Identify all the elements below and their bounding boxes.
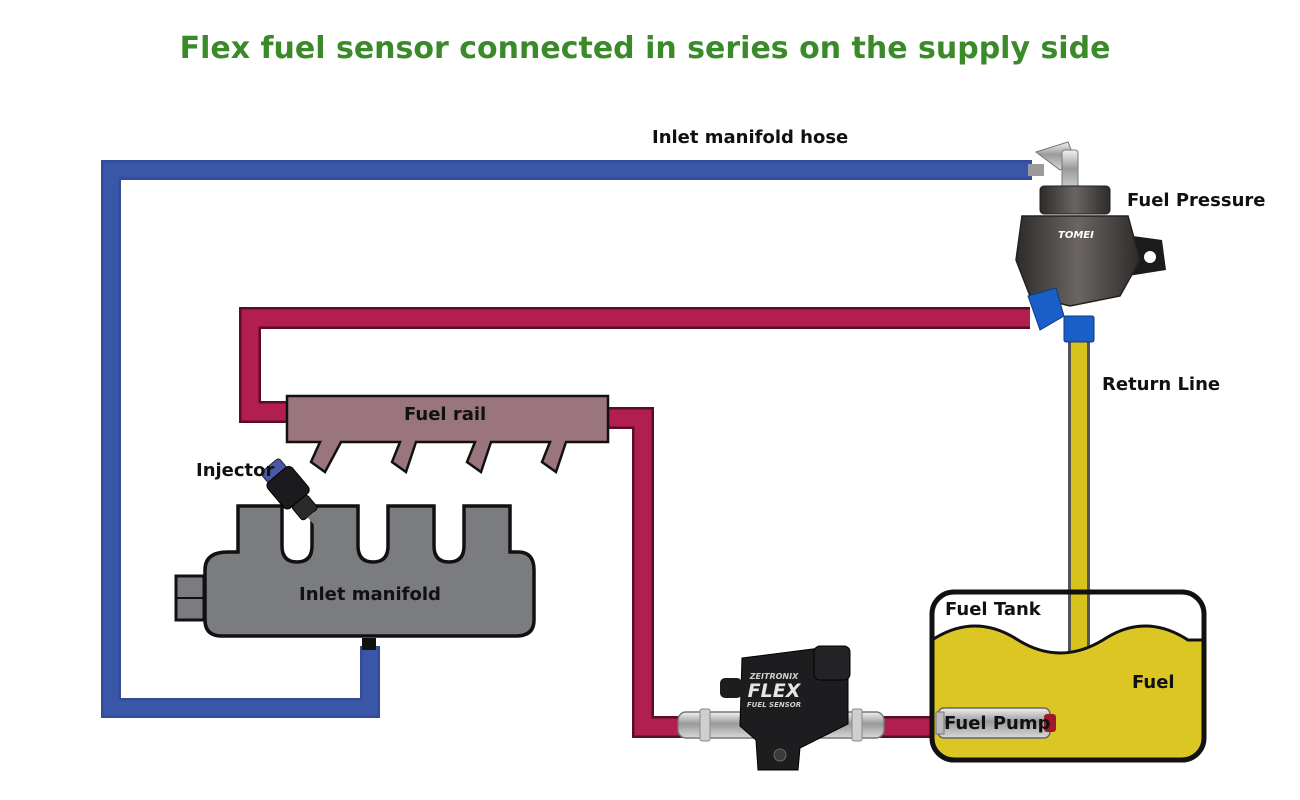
sensor-sub-text: FUEL SENSOR [747, 701, 801, 709]
inlet-manifold-hose [101, 160, 1032, 718]
supply-line-upper [239, 307, 1030, 423]
fuel-pressure-regulator: TOMEI [1015, 141, 1166, 343]
fuel-pump [935, 707, 1056, 739]
return-line [1068, 338, 1090, 660]
label-fuel: Fuel [1132, 672, 1175, 693]
label-fuel-pressure: Fuel Pressure [1127, 190, 1265, 211]
label-inlet-manifold: Inlet manifold [299, 584, 441, 605]
fuel-rail [285, 394, 610, 475]
label-fuel-tank: Fuel Tank [945, 599, 1042, 620]
flex-fuel-sensor: ZEITRONIX FLEX FUEL SENSOR [677, 645, 885, 771]
label-inlet-manifold-hose: Inlet manifold hose [652, 127, 848, 148]
injector [260, 458, 321, 525]
label-return-line: Return Line [1102, 374, 1220, 395]
sensor-model-text: FLEX [748, 680, 802, 702]
inlet-manifold [174, 504, 536, 650]
regulator-brand-text: TOMEI [1058, 230, 1094, 241]
label-injector: Injector [196, 460, 275, 481]
label-fuel-pump: Fuel Pump [944, 713, 1051, 734]
label-fuel-rail: Fuel rail [404, 404, 486, 425]
sensor-brand-text: ZEITRONIX [749, 672, 799, 681]
diagram-title: Flex fuel sensor connected in series on … [180, 31, 1111, 66]
